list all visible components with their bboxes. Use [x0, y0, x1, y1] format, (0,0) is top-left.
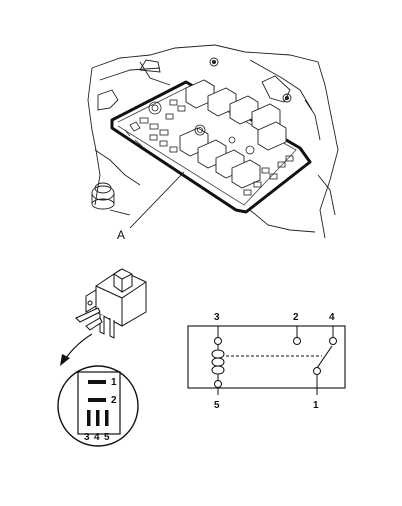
terminal-label-5: 5: [214, 400, 220, 411]
fuse-box: [110, 79, 312, 214]
engine-bay-illustration: [87, 44, 339, 239]
pin-5-slot: [105, 410, 109, 426]
terminal-label-1: 1: [313, 400, 319, 411]
terminal-label-2: 2: [293, 312, 299, 323]
relay-terminal-view: 1 2 3 4 5: [57, 365, 139, 447]
pin-label-1: 1: [111, 377, 117, 388]
pin-4-slot: [96, 410, 100, 426]
relay-schematic: 3 2 4 5 1: [187, 312, 346, 411]
pin-label-2: 2: [111, 395, 117, 406]
pin-2-slot: [88, 398, 106, 402]
terminal-label-3: 3: [214, 312, 220, 323]
relay-blocks: [179, 79, 287, 189]
relay-3d: [75, 268, 147, 339]
pin-label-3: 3: [84, 432, 90, 443]
coil: [211, 349, 225, 375]
pin-1-slot: [88, 380, 106, 384]
callout-a: A: [117, 171, 185, 242]
pin-label-4: 4: [94, 432, 100, 443]
pin-3-slot: [87, 410, 91, 426]
fuse-slots: [124, 99, 294, 196]
pin-label-5: 5: [104, 432, 110, 443]
rotate-arrow: [60, 333, 93, 366]
callout-label-a: A: [117, 228, 125, 242]
terminal-label-4: 4: [329, 312, 335, 323]
